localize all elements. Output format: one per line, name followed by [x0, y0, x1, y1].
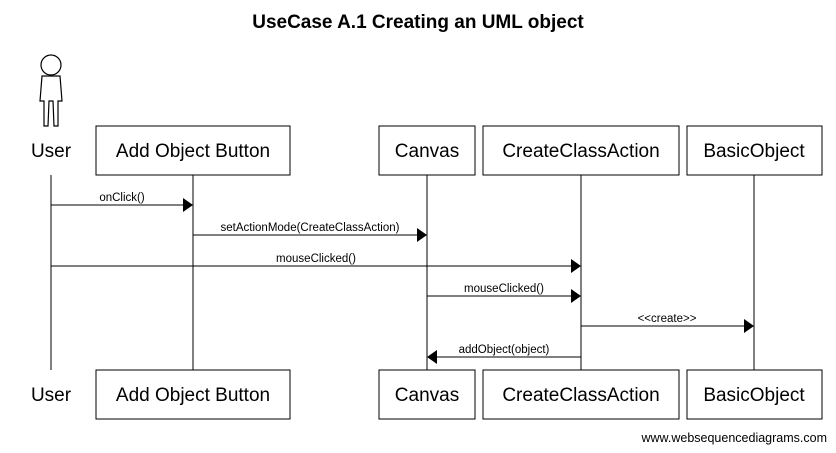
lifelines	[50, 175, 755, 370]
participant-box-canvas: Canvas	[378, 125, 476, 176]
message-label-4: mouseClicked()	[464, 283, 544, 295]
participant-label-create-class-action-bottom: CreateClassAction	[502, 385, 659, 406]
arrowhead-icon	[571, 259, 581, 273]
arrowhead-icon	[427, 350, 437, 364]
message-2: setActionMode(CreateClassAction)	[193, 222, 427, 242]
stick-figure-icon	[39, 54, 63, 127]
participant-label-create-class-action: CreateClassAction	[502, 141, 659, 162]
participant-box-create-class-action-bottom: CreateClassAction	[482, 369, 680, 420]
actor-label-user-bottom: User	[31, 385, 72, 406]
arrowhead-icon	[571, 289, 581, 303]
participant-label-add-object-button-bottom: Add Object Button	[116, 385, 270, 406]
actor-user-top: User	[31, 54, 72, 162]
arrowhead-icon	[417, 228, 427, 242]
message-label-5: <<create>>	[638, 313, 697, 325]
diagram-title: UseCase A.1 Creating an UML object	[252, 12, 584, 33]
participant-box-create-class-action: CreateClassAction	[482, 125, 680, 176]
message-label-2: setActionMode(CreateClassAction)	[221, 222, 400, 234]
arrowhead-icon	[183, 198, 193, 212]
participant-label-basic-object: BasicObject	[703, 141, 805, 162]
participant-box-add-object-button-bottom: Add Object Button	[95, 369, 291, 420]
message-1: onClick()	[51, 192, 193, 212]
actor-label-user: User	[31, 141, 72, 162]
participant-label-add-object-button: Add Object Button	[116, 141, 270, 162]
participant-box-add-object-button: Add Object Button	[95, 125, 291, 176]
participant-label-canvas-bottom: Canvas	[395, 385, 459, 406]
message-3: mouseClicked()	[51, 253, 581, 273]
footer-link[interactable]: www.websequencediagrams.com	[640, 431, 827, 445]
participants-bottom: User Add Object Button Canvas CreateClas…	[31, 369, 823, 420]
participant-box-basic-object: BasicObject	[686, 125, 823, 176]
message-label-6: addObject(object)	[459, 344, 550, 356]
participants-top: User Add Object Button Canvas CreateClas…	[31, 54, 823, 176]
participant-box-canvas-bottom: Canvas	[378, 369, 476, 420]
message-5: <<create>>	[581, 313, 754, 333]
message-label-1: onClick()	[99, 192, 145, 204]
participant-box-basic-object-bottom: BasicObject	[686, 369, 823, 420]
message-6: addObject(object)	[427, 344, 581, 364]
participant-label-basic-object-bottom: BasicObject	[703, 385, 805, 406]
arrowhead-icon	[744, 319, 754, 333]
message-4: mouseClicked()	[427, 283, 581, 303]
participant-label-canvas: Canvas	[395, 141, 459, 162]
message-label-3: mouseClicked()	[276, 253, 356, 265]
